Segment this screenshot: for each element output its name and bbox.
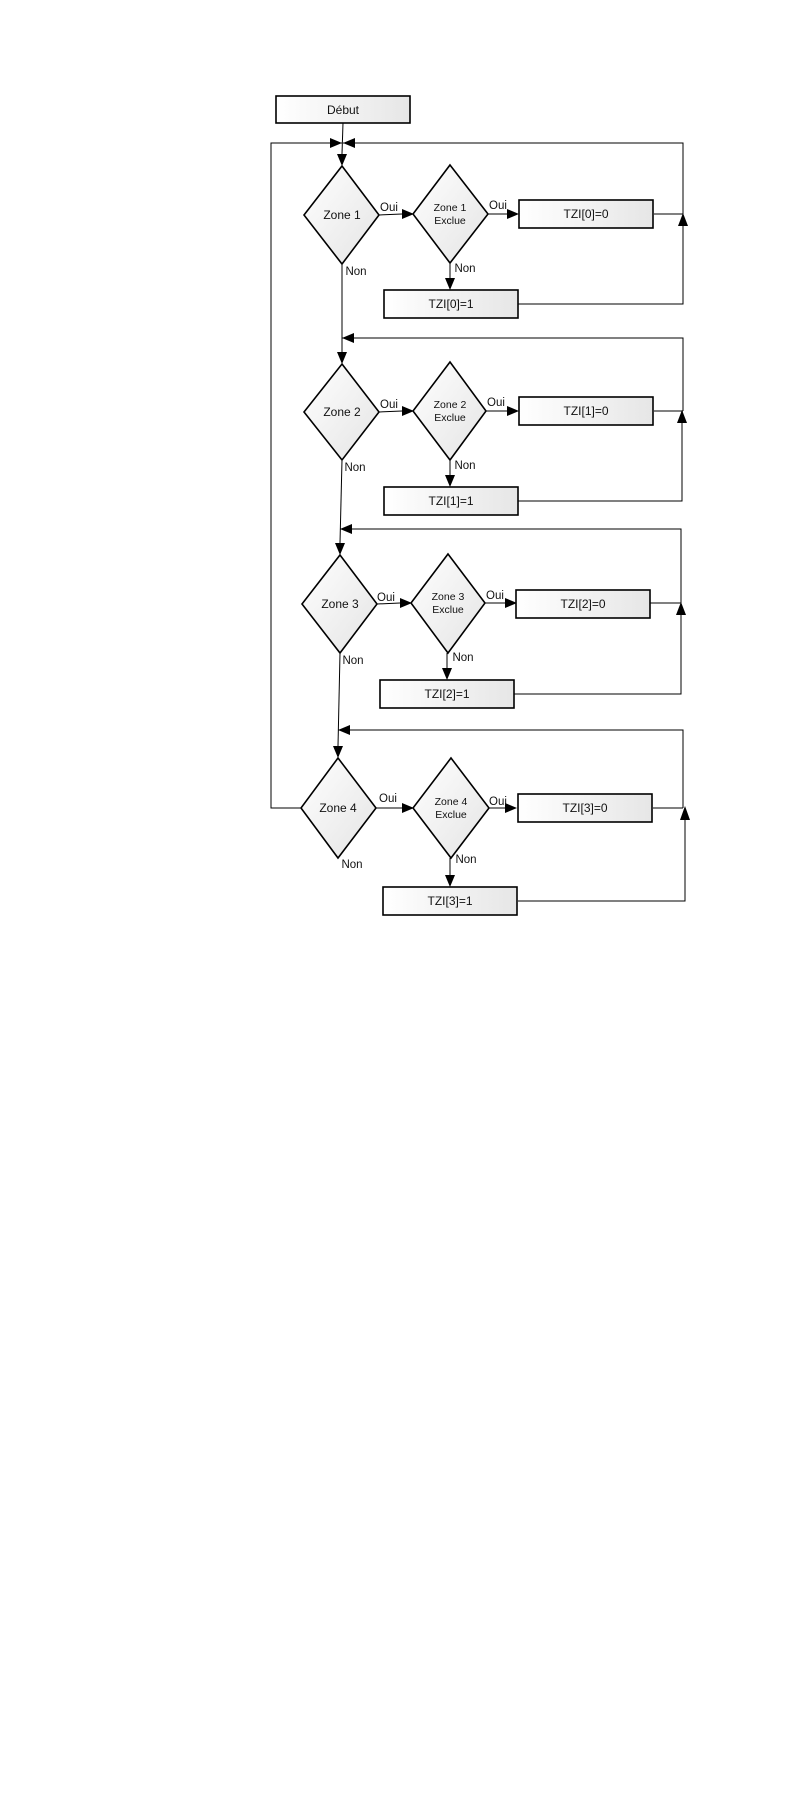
- zone-1-excluded-no-label: Non: [454, 263, 475, 275]
- zone-2-excluded-label-line1: Zone 2: [434, 399, 467, 411]
- zone-4-set0-label: TZI[3]=0: [562, 801, 607, 815]
- zone-2-yes-label: Oui: [380, 399, 398, 411]
- zone-2-excluded-decision[interactable]: Zone 2 Exclue: [411, 360, 487, 462]
- zone-1-decision[interactable]: Zone 1: [302, 164, 381, 266]
- zone-4-no-label: Non: [341, 859, 362, 871]
- zone-3-excluded-yes-label: Oui: [486, 590, 504, 602]
- zone-4-decision[interactable]: Zone 4: [300, 756, 378, 860]
- zone-3-excluded-label-line2: Exclue: [432, 604, 464, 616]
- zone-2-set1-label: TZI[1]=1: [428, 494, 473, 508]
- zone-3-set1-label: TZI[2]=1: [424, 687, 469, 701]
- zone-2-decision-label: Zone 2: [323, 405, 361, 419]
- zone-1-excluded-label-line2: Exclue: [434, 215, 466, 227]
- zone-2-set0-box[interactable]: TZI[1]=0: [518, 396, 654, 426]
- zone-1-excluded-decision[interactable]: Zone 1 Exclue: [411, 163, 490, 265]
- zone-3-decision-label: Zone 3: [321, 597, 359, 611]
- zone-2-excluded-label-line2: Exclue: [434, 412, 466, 424]
- zone-1-excluded-label-line1: Zone 1: [434, 202, 467, 214]
- zone-1-set0-label: TZI[0]=0: [563, 207, 608, 221]
- zone-3-excluded-label-line1: Zone 3: [432, 591, 465, 603]
- zone-2-excluded-yes-label: Oui: [487, 397, 505, 409]
- zone-1-no-label: Non: [345, 266, 366, 278]
- zone-4-yes-label: Oui: [379, 793, 397, 805]
- zone-4-decision-label: Zone 4: [319, 801, 357, 815]
- start-node[interactable]: Début: [275, 95, 411, 124]
- start-label: Début: [327, 103, 360, 117]
- zone-1-set1-box[interactable]: TZI[0]=1: [383, 289, 519, 319]
- zone-4-set1-label: TZI[3]=1: [427, 894, 472, 908]
- zone-3-decision[interactable]: Zone 3: [300, 553, 379, 655]
- zone-2-decision[interactable]: Zone 2: [302, 362, 381, 462]
- zone-1-set0-box[interactable]: TZI[0]=0: [518, 199, 654, 229]
- zone-3-set1-box[interactable]: TZI[2]=1: [379, 679, 515, 709]
- zone-2-no-label: Non: [344, 462, 365, 474]
- zone-3-set0-label: TZI[2]=0: [560, 597, 605, 611]
- zone-4-excluded-label-line1: Zone 4: [435, 796, 468, 808]
- zone-4-excluded-no-label: Non: [455, 854, 476, 866]
- zone-1-excluded-yes-label: Oui: [489, 200, 507, 212]
- zone-3-excluded-decision[interactable]: Zone 3 Exclue: [410, 552, 486, 655]
- zone-2-set1-box[interactable]: TZI[1]=1: [383, 486, 519, 516]
- zone-3-excluded-no-label: Non: [452, 652, 473, 664]
- zone-4-set1-box[interactable]: TZI[3]=1: [382, 886, 518, 916]
- zone-2-excluded-no-label: Non: [454, 460, 475, 472]
- zone-2-set0-label: TZI[1]=0: [563, 404, 608, 418]
- zone-1-decision-label: Zone 1: [323, 208, 361, 222]
- zone-3-set0-box[interactable]: TZI[2]=0: [515, 589, 651, 619]
- zone-4-excluded-decision[interactable]: Zone 4 Exclue: [411, 756, 491, 860]
- zone-3-no-label: Non: [342, 655, 363, 667]
- zone-1-yes-label: Oui: [380, 202, 398, 214]
- connectors: [270, 122, 690, 902]
- zone-4-set0-box[interactable]: TZI[3]=0: [517, 793, 653, 823]
- zone-4-excluded-yes-label: Oui: [489, 796, 507, 808]
- zone-1-set1-label: TZI[0]=1: [428, 297, 473, 311]
- zone-3-yes-label: Oui: [377, 592, 395, 604]
- zone-4-excluded-label-line2: Exclue: [435, 809, 467, 821]
